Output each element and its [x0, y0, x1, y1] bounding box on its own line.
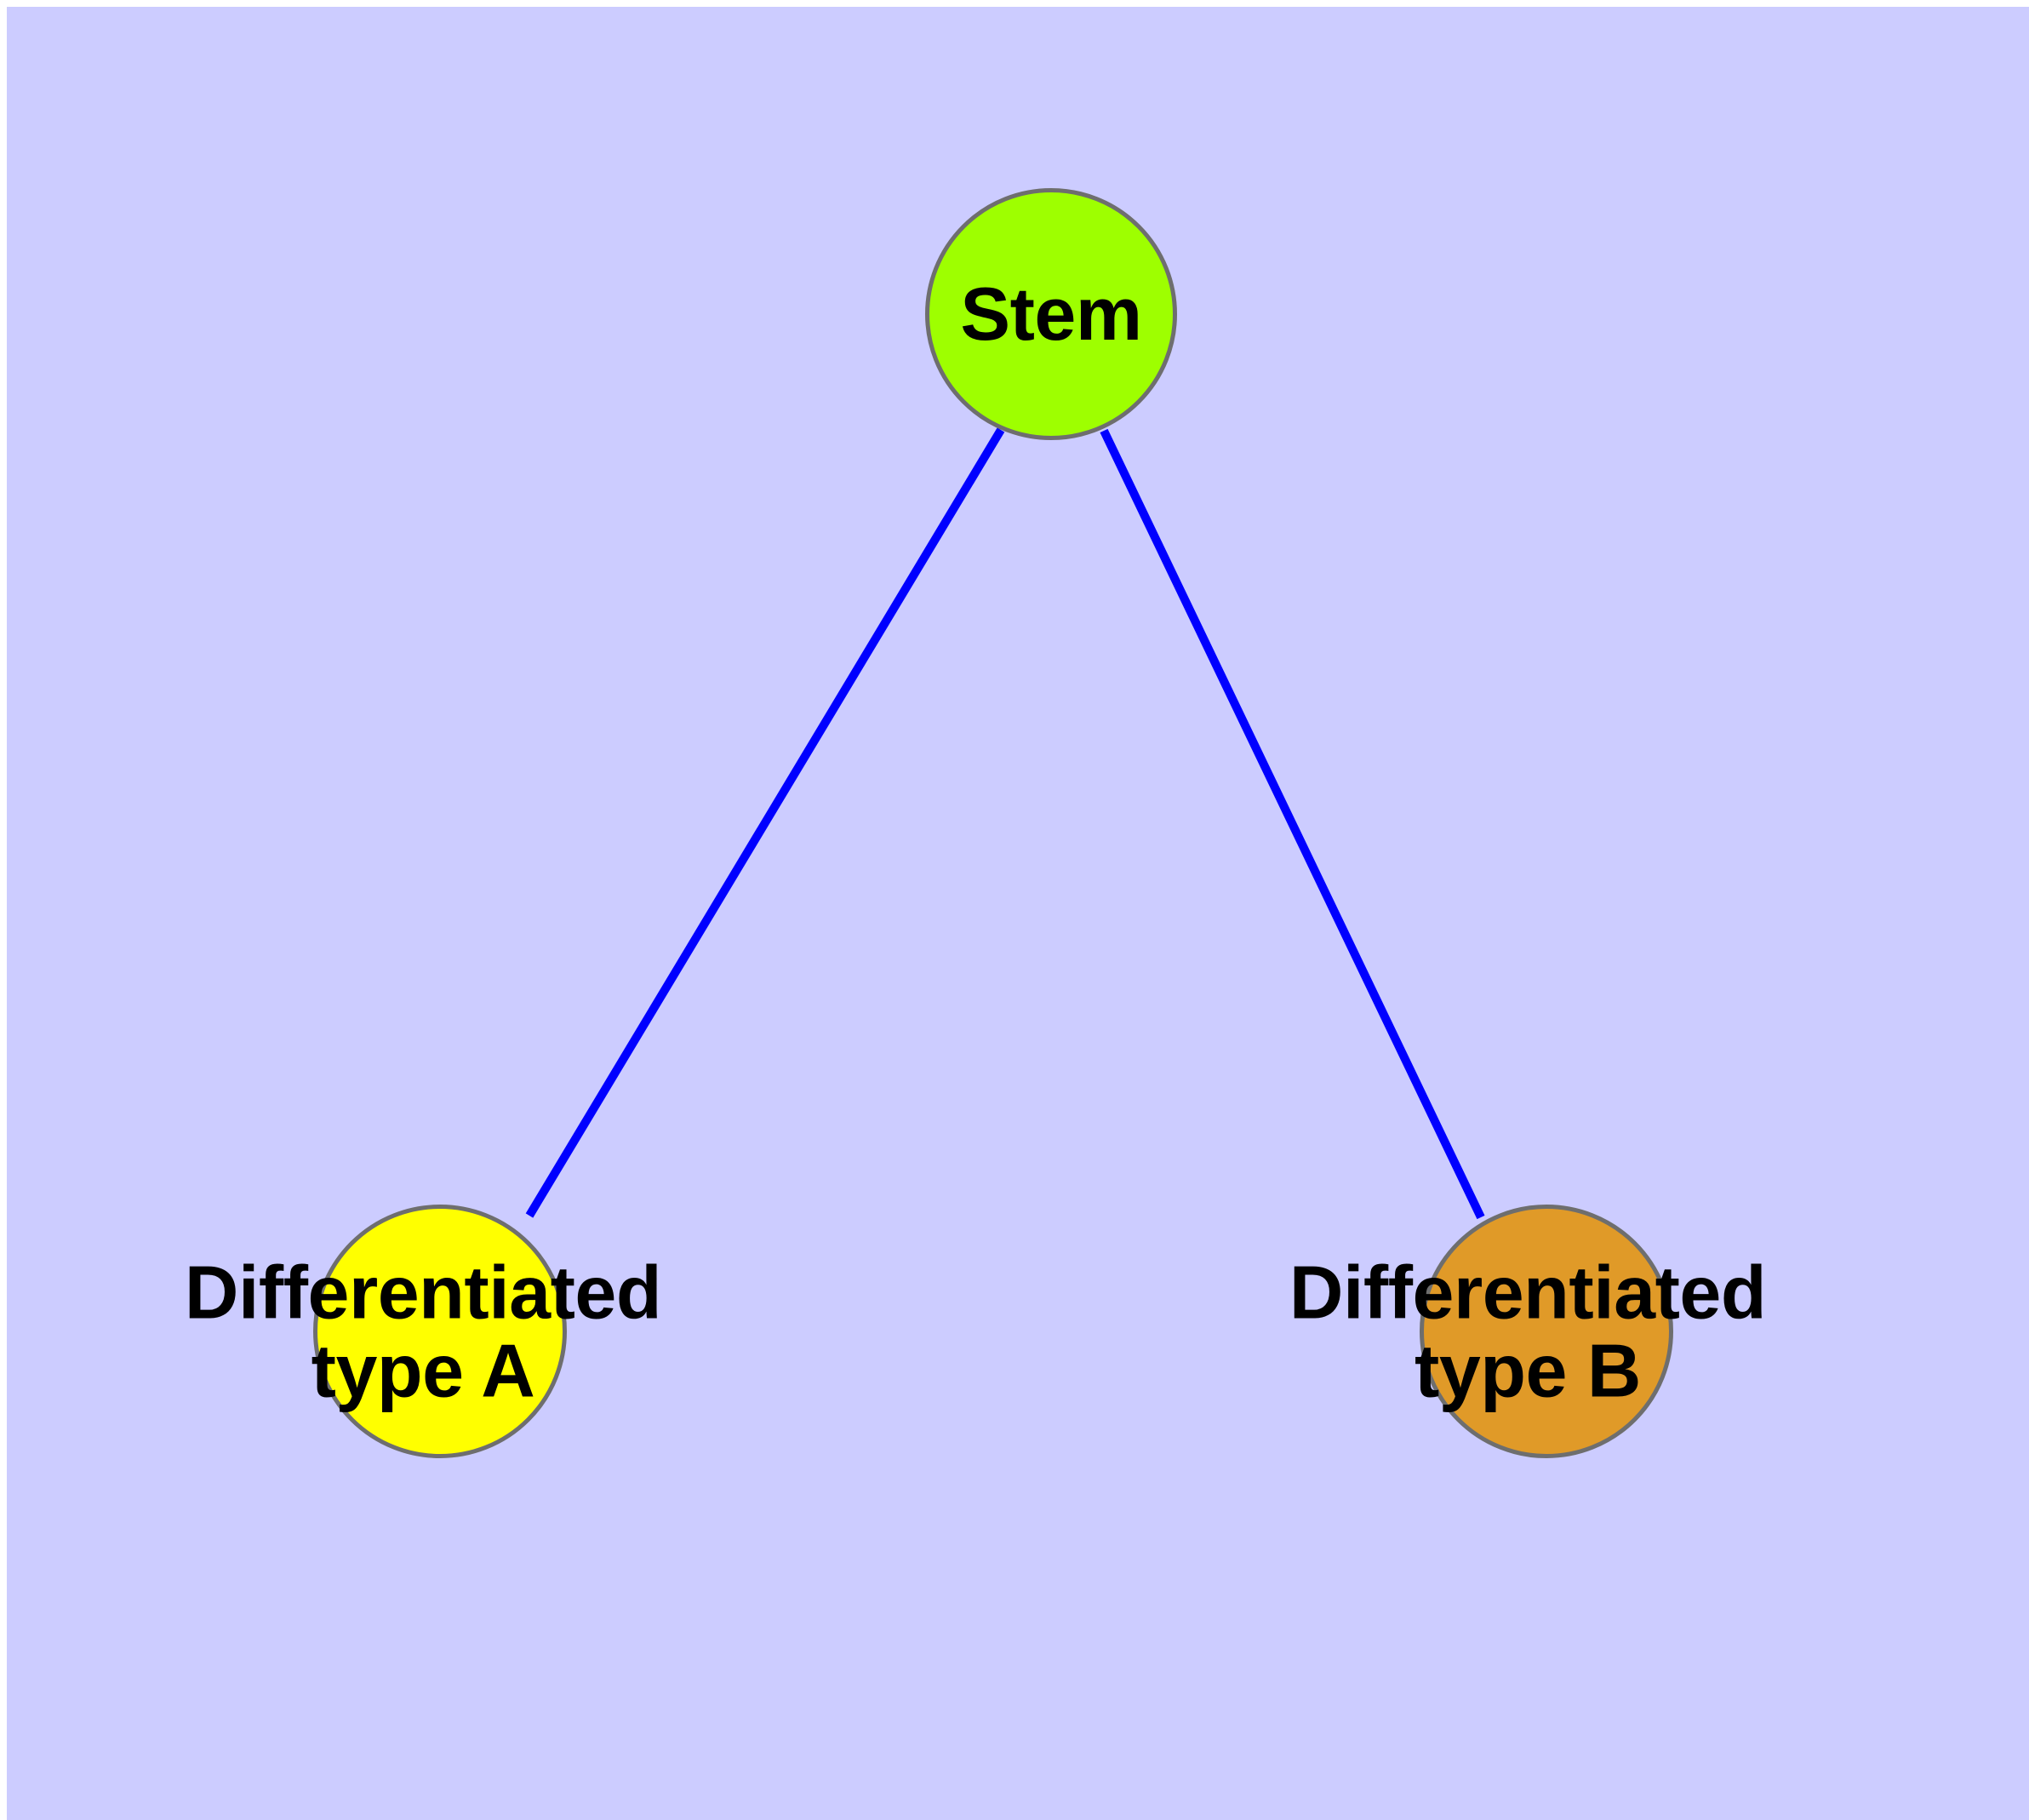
node-differentiated-type-a[interactable] [313, 1205, 567, 1458]
node-stem[interactable] [925, 188, 1177, 440]
node-differentiated-type-b[interactable] [1420, 1205, 1673, 1458]
